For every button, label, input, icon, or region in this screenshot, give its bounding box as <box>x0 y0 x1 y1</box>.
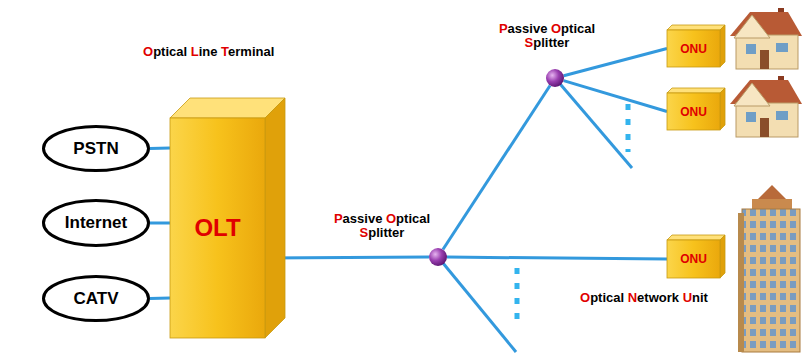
box-front <box>667 30 720 67</box>
fiber-link <box>150 221 170 224</box>
device-name: OLT <box>194 214 240 242</box>
ellipse-outline <box>44 201 149 246</box>
device-name: ONU <box>680 105 707 119</box>
olt-box: OLT <box>170 118 265 338</box>
device-name: ONU <box>680 42 707 56</box>
fiber-link <box>443 86 550 250</box>
onu-box: ONU <box>667 30 720 67</box>
ellipse-outline <box>44 127 149 171</box>
network-ellipse: PSTN <box>42 125 150 172</box>
fiber-branch <box>438 257 516 352</box>
fiber-branch <box>555 78 632 168</box>
network-name: CATV <box>73 289 118 309</box>
onu-box: ONU <box>667 240 720 278</box>
network-name: Internet <box>65 213 127 233</box>
splitter-dot <box>429 248 447 266</box>
box-side <box>720 235 725 278</box>
ellipsis-dots <box>515 268 520 326</box>
house-icon <box>730 8 802 69</box>
box-top <box>667 88 725 93</box>
ellipse-outline <box>44 277 149 321</box>
ellipsis-dots <box>626 104 631 152</box>
splitter-label: Passive Optical Splitter <box>323 212 441 240</box>
box-front <box>667 240 720 278</box>
box-front <box>667 93 720 130</box>
fiber-link <box>150 146 170 150</box>
fiber-link <box>564 81 667 112</box>
splitter-label: Passive Optical Splitter <box>488 22 606 50</box>
splitter-dot <box>546 69 564 87</box>
device-caption: Optical Network Unit <box>580 290 708 305</box>
fiber-link <box>447 257 667 259</box>
box-top <box>667 25 725 30</box>
office-building <box>738 185 800 352</box>
box-side <box>265 98 285 338</box>
onu-box: ONU <box>667 93 720 130</box>
box-side <box>720 25 725 67</box>
fiber-link <box>265 256 429 260</box>
splitter-dot: Passive Optical Splitter <box>429 248 447 266</box>
box-front <box>170 118 265 338</box>
network-ellipse: CATV <box>42 275 150 322</box>
network-name: PSTN <box>73 139 118 159</box>
device-name: ONU <box>680 252 707 266</box>
house-icon <box>730 76 802 137</box>
device-caption: Optical Line Terminal <box>143 44 274 59</box>
fiber-link <box>564 49 667 76</box>
box-top <box>667 235 725 240</box>
splitter-dot-outline <box>429 248 447 266</box>
network-ellipse: Internet <box>42 199 150 247</box>
splitter-dot: Passive Optical Splitter <box>546 69 564 87</box>
splitter-dot-outline <box>546 69 564 87</box>
fiber-link <box>150 296 170 300</box>
box-side <box>720 88 725 130</box>
